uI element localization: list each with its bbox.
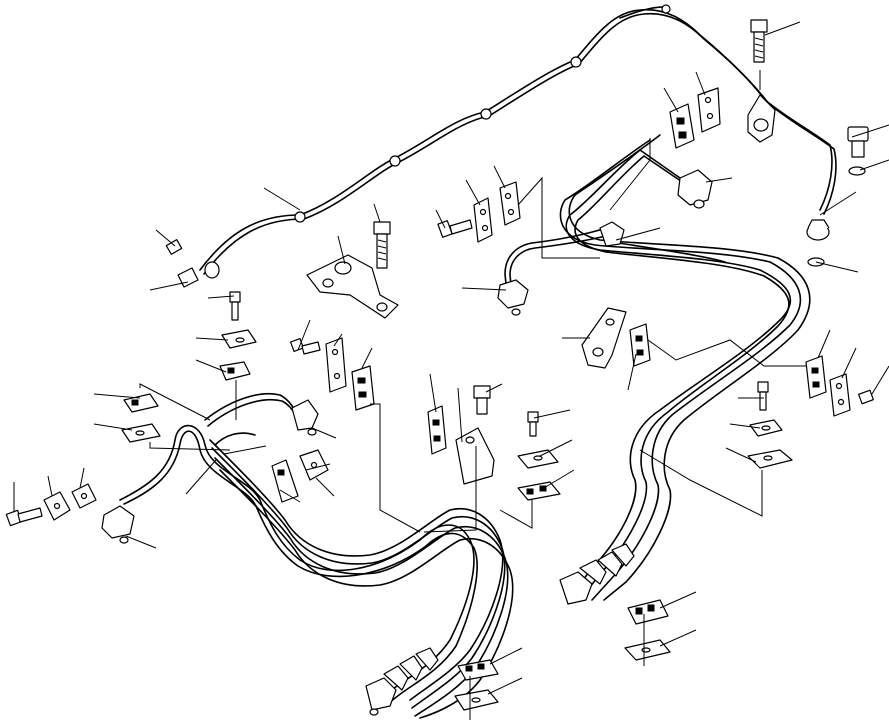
injection-nozzle-fittings-left bbox=[101, 399, 439, 716]
fuel-return-line bbox=[199, 4, 837, 279]
bolt-right-upper bbox=[847, 126, 869, 176]
return-line-clamp-left bbox=[165, 239, 199, 288]
bolt-top-right bbox=[750, 19, 768, 63]
clamp-set-right bbox=[747, 355, 874, 469]
injection-pipe-bundle-left bbox=[119, 392, 514, 719]
clamp-set-bottom-right bbox=[624, 599, 671, 661]
pipe-support-bracket-right bbox=[581, 307, 651, 369]
clamp-plate-top-middle bbox=[473, 181, 521, 243]
return-line-banjo-fitting bbox=[747, 94, 830, 267]
leader-lines bbox=[13, 21, 889, 720]
pipe-support-bracket-center bbox=[306, 254, 399, 319]
bolt-center bbox=[373, 221, 391, 269]
injection-nozzle-fittings-right bbox=[497, 169, 713, 605]
clamp-plate-top-right bbox=[669, 87, 721, 149]
clamp-set-center bbox=[427, 385, 561, 501]
clamp-set-bottom-center bbox=[454, 659, 499, 711]
bolt-small-top-middle bbox=[437, 219, 473, 238]
injection-pipe-bundle-right bbox=[504, 134, 811, 601]
clamp-set-left bbox=[121, 291, 257, 443]
clamp-set-far-left bbox=[5, 483, 97, 527]
clamp-set-center-left bbox=[271, 337, 375, 503]
